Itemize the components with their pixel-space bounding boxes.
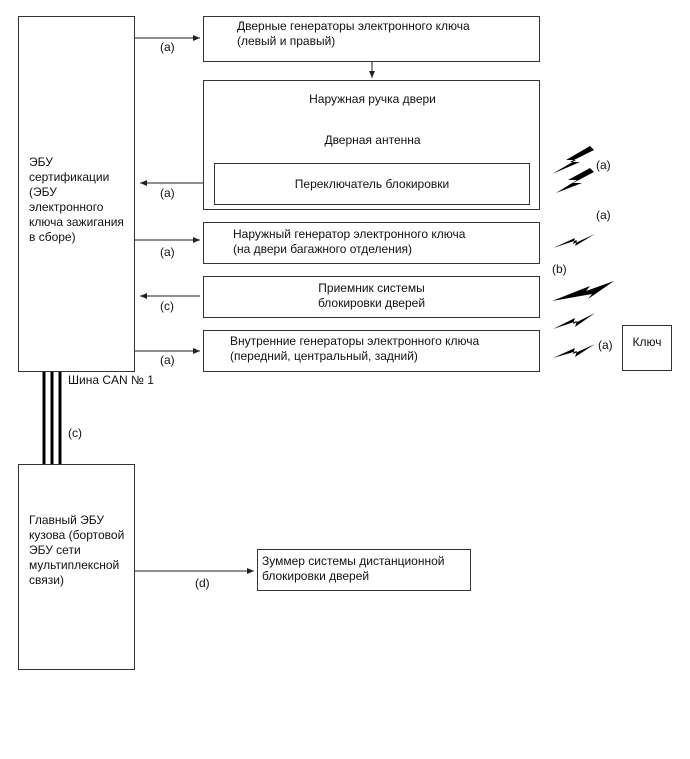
outside-oscillator-box: Наружный генератор электронного ключа (н… (203, 222, 540, 264)
wave-label-a: (a) (598, 338, 613, 352)
main-body-ecu-label: Главный ЭБУ кузова (бортовой ЭБУ сети му… (29, 513, 125, 587)
lock-switch-label: Переключатель блокировки (294, 177, 450, 191)
wave-label-a: (a) (596, 208, 611, 222)
key-box: Ключ (622, 325, 672, 371)
certification-ecu-label: ЭБУ сертификации (ЭБУ электронного ключа… (29, 155, 124, 244)
door-lock-receiver-label: Приемник системы блокировки дверей (317, 281, 426, 310)
main-body-ecu-box: Главный ЭБУ кузова (бортовой ЭБУ сети му… (18, 464, 135, 670)
key-label: Ключ (632, 335, 662, 349)
signal-label-a: (a) (160, 245, 175, 259)
buzzer-box: Зуммер системы дистанционной блокировки … (257, 549, 471, 591)
signal-label-a: (a) (160, 353, 175, 367)
door-oscillators-label: Дверные генераторы электронного ключа (л… (237, 19, 470, 48)
door-antenna-label: Дверная антенна (324, 133, 421, 147)
inside-oscillators-label: Внутренние генераторы электронного ключа… (230, 334, 480, 363)
signal-label-c: (c) (160, 299, 174, 313)
can-bus-lines (42, 372, 62, 464)
signal-label-a: (a) (160, 186, 175, 200)
wave-label-b: (b) (552, 262, 567, 276)
door-handle-box: Наружная ручка двери Дверная антенна Пер… (203, 80, 540, 210)
door-lock-receiver-box: Приемник системы блокировки дверей (203, 276, 540, 318)
signal-label-d: (d) (195, 576, 210, 590)
buzzer-label: Зуммер системы дистанционной блокировки … (262, 554, 445, 583)
wave-label-a: (a) (596, 158, 611, 172)
inside-oscillators-box: Внутренние генераторы электронного ключа… (203, 330, 540, 372)
door-oscillators-box: Дверные генераторы электронного ключа (л… (203, 16, 540, 62)
door-handle-title: Наружная ручка двери (309, 92, 436, 106)
lock-switch-box: Переключатель блокировки (214, 163, 530, 205)
outside-oscillator-label: Наружный генератор электронного ключа (н… (233, 227, 466, 256)
certification-ecu-box: ЭБУ сертификации (ЭБУ электронного ключа… (18, 16, 135, 372)
can-bus-signal-label: (c) (68, 426, 82, 440)
radio-wave-icon (552, 146, 614, 358)
can-bus-label: Шина CAN № 1 (68, 373, 154, 387)
signal-label-a: (a) (160, 40, 175, 54)
